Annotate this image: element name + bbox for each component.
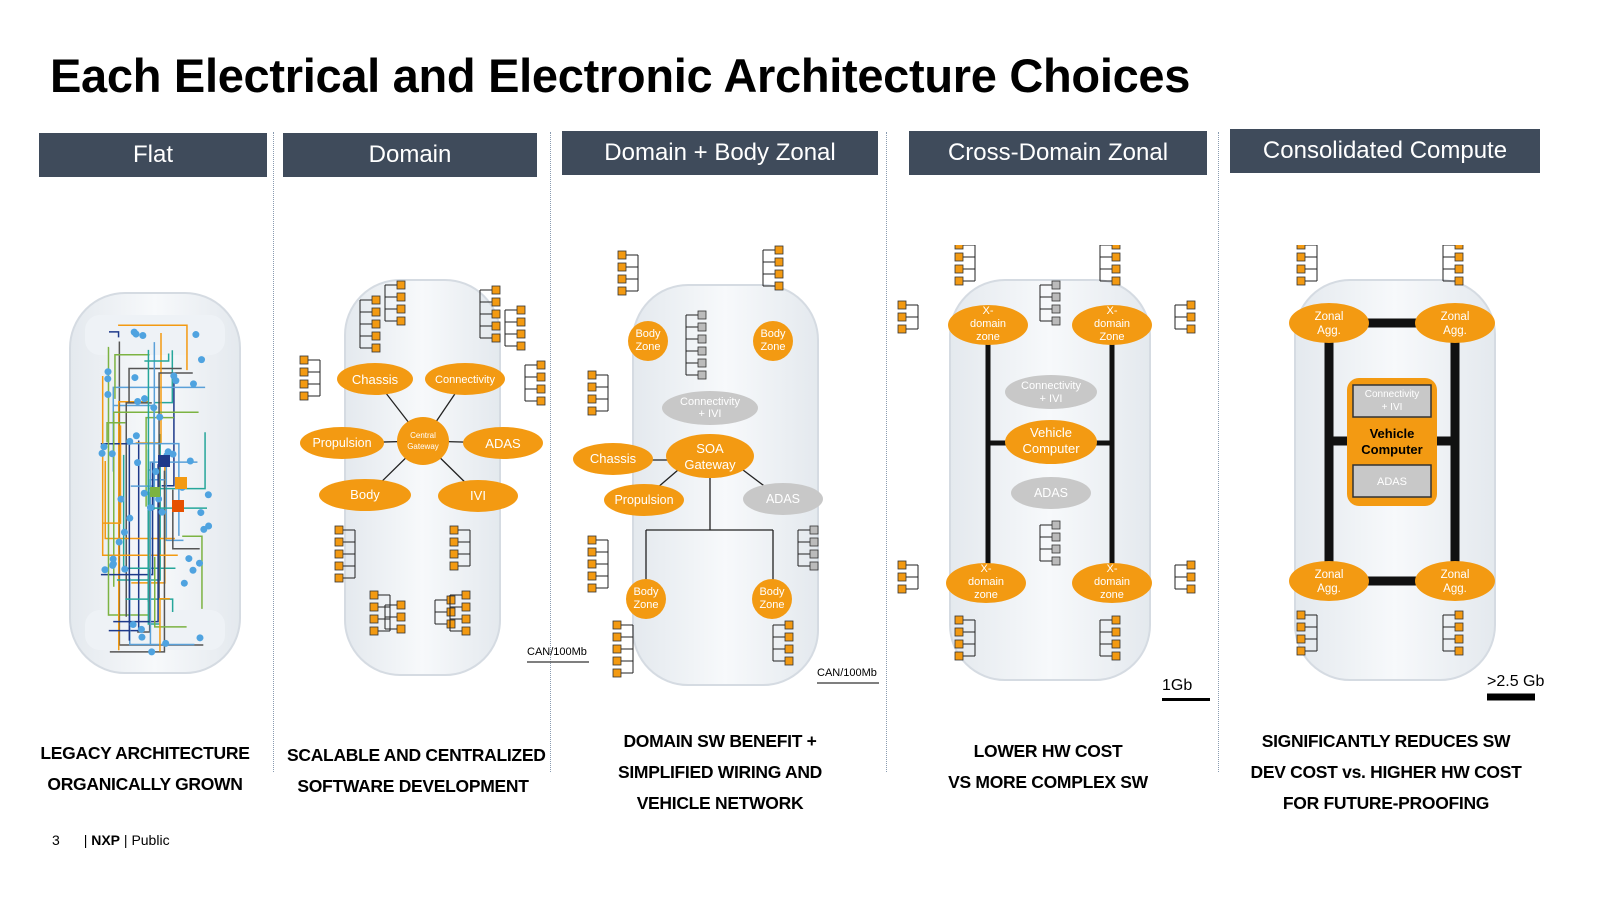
node-chassis-zonal: Chassis bbox=[590, 451, 637, 466]
caption-line: SCALABLE AND CENTRALIZED bbox=[287, 745, 546, 765]
svg-text:Gateway: Gateway bbox=[407, 442, 439, 451]
caption-line: VEHICLE NETWORK bbox=[636, 793, 804, 813]
svg-text:Agg.: Agg. bbox=[1443, 325, 1467, 337]
node-adas-cc: ADAS bbox=[1377, 476, 1407, 488]
svg-text:SOA: SOA bbox=[696, 441, 724, 456]
svg-text:zone: zone bbox=[1100, 589, 1124, 601]
classification: Public bbox=[131, 832, 170, 848]
header-domain: Domain bbox=[283, 133, 537, 177]
svg-text:Vehicle: Vehicle bbox=[1370, 426, 1415, 441]
svg-text:Gateway: Gateway bbox=[684, 457, 736, 472]
svg-text:Zonal: Zonal bbox=[1441, 311, 1470, 323]
caption-line: VS MORE COMPLEX SW bbox=[948, 772, 1148, 792]
svg-text:X-: X- bbox=[1107, 563, 1118, 575]
header-consolidated-compute: Consolidated Compute bbox=[1230, 129, 1540, 173]
caption-domain-body-zonal: DOMAIN SW BENEFIT + SIMPLIFIED WIRING AN… bbox=[600, 726, 840, 819]
node-propulsion-zonal: Propulsion bbox=[614, 493, 673, 507]
svg-text:Agg.: Agg. bbox=[1317, 583, 1341, 595]
svg-text:Zone: Zone bbox=[635, 341, 660, 353]
svg-text:X-: X- bbox=[983, 305, 994, 317]
header-flat: Flat bbox=[39, 133, 267, 177]
svg-text:zone: zone bbox=[976, 331, 1000, 343]
column-divider bbox=[550, 132, 551, 772]
svg-text:Computer: Computer bbox=[1022, 441, 1080, 456]
caption-line: DEV COST vs. HIGHER HW COST bbox=[1250, 762, 1522, 782]
svg-text:+ IVI: + IVI bbox=[699, 408, 722, 420]
domain-body-zonal-diagram: Body Zone Body Zone Connectivity + IVI S… bbox=[568, 245, 886, 705]
column-divider bbox=[1218, 132, 1219, 772]
svg-text:Connectivity: Connectivity bbox=[1021, 380, 1081, 392]
caption-line: LEGACY ARCHITECTURE bbox=[40, 743, 250, 763]
svg-text:Agg.: Agg. bbox=[1443, 583, 1467, 595]
svg-text:domain: domain bbox=[1094, 318, 1130, 330]
footer: 3 | NXP | Public bbox=[52, 832, 170, 848]
column-divider bbox=[886, 132, 887, 772]
svg-text:Central: Central bbox=[410, 431, 436, 440]
node-body: Body bbox=[350, 487, 380, 502]
svg-text:Connectivity: Connectivity bbox=[680, 396, 740, 408]
svg-text:Body: Body bbox=[759, 586, 785, 598]
svg-text:Zone: Zone bbox=[1099, 331, 1124, 343]
caption-flat: LEGACY ARCHITECTURE ORGANICALLY GROWN bbox=[40, 738, 250, 800]
svg-text:Agg.: Agg. bbox=[1317, 325, 1341, 337]
scale-can-zonal: CAN/100Mb bbox=[817, 667, 879, 685]
brand-name: NXP bbox=[91, 832, 121, 848]
domain-architecture-diagram: Chassis Connectivity Propulsion Central … bbox=[290, 245, 552, 705]
node-adas-cd: ADAS bbox=[1034, 486, 1068, 500]
caption-line: SIGNIFICANTLY REDUCES SW bbox=[1261, 731, 1511, 751]
svg-text:Vehicle: Vehicle bbox=[1030, 425, 1072, 440]
svg-text:domain: domain bbox=[968, 576, 1004, 588]
page-number: 3 bbox=[52, 832, 60, 848]
caption-cross-domain-zonal: LOWER HW COST VS MORE COMPLEX SW bbox=[928, 736, 1168, 798]
domain-nodes: Chassis Connectivity Propulsion Central … bbox=[300, 363, 543, 512]
node-propulsion: Propulsion bbox=[312, 436, 371, 450]
scale-2-5gb: >2.5 Gb bbox=[1487, 673, 1544, 701]
svg-text:+ IVI: + IVI bbox=[1382, 402, 1403, 413]
column-divider bbox=[273, 132, 274, 772]
svg-text:+ IVI: + IVI bbox=[1040, 393, 1063, 405]
svg-text:domain: domain bbox=[970, 318, 1006, 330]
svg-text:Body: Body bbox=[633, 586, 659, 598]
svg-text:zone: zone bbox=[974, 589, 998, 601]
caption-domain: SCALABLE AND CENTRALIZED SOFTWARE DEVELO… bbox=[287, 740, 546, 802]
svg-text:Zonal: Zonal bbox=[1315, 311, 1344, 323]
svg-text:Zonal: Zonal bbox=[1315, 569, 1344, 581]
flat-architecture-diagram bbox=[40, 245, 270, 705]
caption-line: LOWER HW COST bbox=[973, 741, 1123, 761]
svg-text:X-: X- bbox=[981, 563, 992, 575]
svg-text:Zone: Zone bbox=[760, 341, 785, 353]
caption-line: DOMAIN SW BENEFIT + bbox=[623, 731, 817, 751]
scale-label: CAN/100Mb bbox=[817, 667, 877, 679]
node-ivi: IVI bbox=[470, 488, 486, 503]
node-chassis: Chassis bbox=[352, 372, 399, 387]
svg-text:Zonal: Zonal bbox=[1441, 569, 1470, 581]
scale-can-domain: CAN/100Mb bbox=[527, 646, 589, 664]
svg-text:Zone: Zone bbox=[759, 599, 784, 611]
caption-consolidated-compute: SIGNIFICANTLY REDUCES SW DEV COST vs. HI… bbox=[1240, 726, 1532, 819]
caption-line: ORGANICALLY GROWN bbox=[47, 774, 243, 794]
caption-line: FOR FUTURE-PROOFING bbox=[1282, 793, 1490, 813]
node-adas: ADAS bbox=[485, 436, 521, 451]
scale-label: 1Gb bbox=[1162, 677, 1193, 694]
svg-text:Body: Body bbox=[760, 328, 786, 340]
caption-line: SIMPLIFIED WIRING AND bbox=[617, 762, 823, 782]
svg-text:Computer: Computer bbox=[1361, 442, 1422, 457]
header-domain-body-zonal: Domain + Body Zonal bbox=[562, 131, 878, 175]
scale-1gb: 1Gb bbox=[1162, 677, 1210, 702]
node-connectivity: Connectivity bbox=[435, 374, 495, 386]
caption-line: SOFTWARE DEVELOPMENT bbox=[297, 776, 529, 796]
svg-text:X-: X- bbox=[1107, 305, 1118, 317]
consolidated-compute-diagram: Connectivity + IVI Vehicle Computer ADAS… bbox=[1225, 245, 1570, 705]
header-cross-domain-zonal: Cross-Domain Zonal bbox=[909, 131, 1207, 175]
scale-label: CAN/100Mb bbox=[527, 646, 587, 658]
node-adas-zonal: ADAS bbox=[766, 492, 800, 506]
svg-text:Body: Body bbox=[635, 328, 661, 340]
svg-text:Zone: Zone bbox=[633, 599, 658, 611]
scale-label: >2.5 Gb bbox=[1487, 673, 1545, 690]
page-title: Each Electrical and Electronic Architect… bbox=[50, 49, 1191, 102]
svg-text:domain: domain bbox=[1094, 576, 1130, 588]
svg-text:Connectivity: Connectivity bbox=[1365, 389, 1419, 400]
cross-domain-zonal-diagram: X- domain zone X- domain Zone Connectivi… bbox=[890, 245, 1215, 705]
